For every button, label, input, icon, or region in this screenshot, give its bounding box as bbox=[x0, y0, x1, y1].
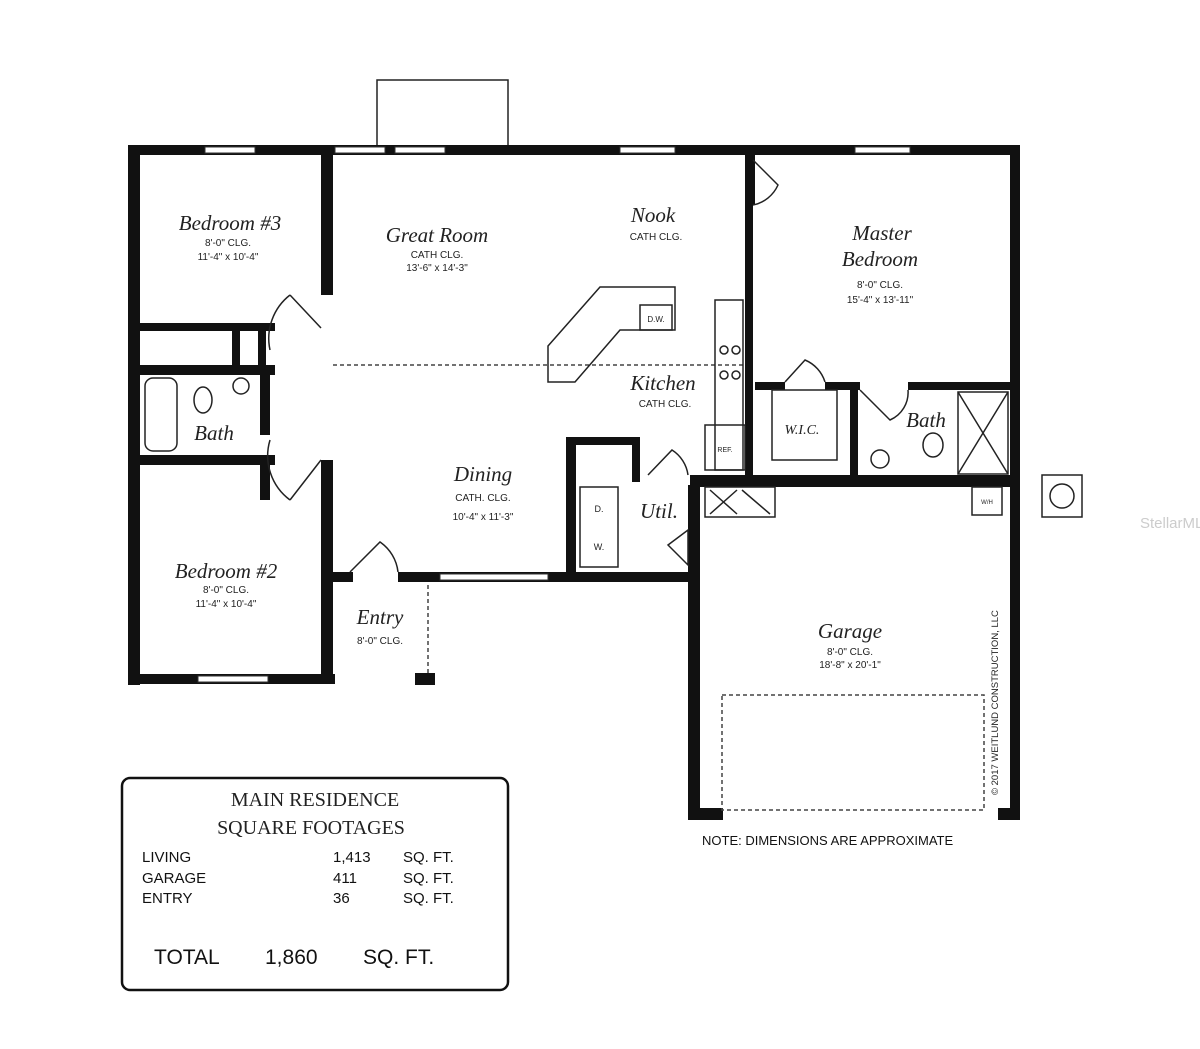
room-name-wic: W.I.C. bbox=[785, 423, 820, 438]
kitchen-counter bbox=[714, 299, 744, 471]
room-ceiling: CATH CLG. bbox=[639, 399, 692, 410]
room-ceiling: 8'-0" CLG. bbox=[205, 238, 251, 249]
room-size: 13'-6" x 14'-3" bbox=[406, 263, 468, 274]
total-unit: SQ. FT. bbox=[363, 946, 434, 969]
total-label: TOTAL bbox=[154, 946, 220, 969]
row-value: 411 bbox=[333, 870, 357, 887]
watermark: StellarMLS bbox=[1140, 515, 1200, 532]
square-footage-table: MAIN RESIDENCE SQUARE FOOTAGES LIVING 1,… bbox=[120, 776, 510, 992]
dishwasher-label: D.W. bbox=[647, 315, 664, 324]
washer-label: W. bbox=[594, 542, 605, 552]
room-ceiling: CATH CLG. bbox=[630, 232, 683, 243]
room-size: 11'-4" x 10'-4" bbox=[196, 599, 257, 610]
row-unit: SQ. FT. bbox=[403, 870, 454, 887]
row-value: 1,413 bbox=[333, 849, 371, 866]
door-swings bbox=[266, 159, 909, 573]
room-name-great-room: Great Room bbox=[386, 223, 488, 247]
row-label: ENTRY bbox=[142, 890, 193, 907]
row-value: 36 bbox=[333, 890, 350, 907]
row-label: LIVING bbox=[142, 849, 191, 866]
row-unit: SQ. FT. bbox=[403, 890, 454, 907]
room-ceiling: CATH CLG. bbox=[411, 250, 464, 261]
room-size: 15'-4" x 13'-11" bbox=[847, 295, 914, 306]
walls bbox=[128, 145, 1020, 820]
bathtub bbox=[144, 377, 178, 452]
water-heater-label: W/H bbox=[981, 500, 993, 506]
copyright: © 2017 WEITLUND CONSTRUCTION, LLC bbox=[990, 610, 1001, 795]
ac-unit-icon bbox=[1041, 474, 1083, 518]
room-ceiling: 8'-0" CLG. bbox=[357, 636, 403, 647]
room-name-garage: Garage bbox=[818, 619, 882, 643]
room-name-master: Master bbox=[851, 221, 912, 245]
room-name-entry: Entry bbox=[356, 605, 404, 629]
total-value: 1,860 bbox=[265, 946, 318, 969]
room-size: 11'-4" x 10'-4" bbox=[198, 252, 259, 263]
kitchen-island bbox=[547, 286, 676, 383]
row-label: GARAGE bbox=[142, 870, 206, 887]
room-name-bedroom3: Bedroom #3 bbox=[179, 211, 281, 235]
room-name-kitchen: Kitchen bbox=[629, 371, 695, 395]
shower bbox=[957, 391, 1009, 475]
table-title: MAIN RESIDENCE bbox=[231, 789, 399, 811]
toilet bbox=[193, 386, 213, 414]
room-ceiling: 8'-0" CLG. bbox=[203, 585, 249, 596]
washer-dryer bbox=[579, 486, 619, 568]
room-name-bedroom2: Bedroom #2 bbox=[175, 559, 278, 583]
sink bbox=[232, 377, 250, 395]
room-ceiling: 8'-0" CLG. bbox=[857, 280, 903, 291]
room-name-dining: Dining bbox=[453, 462, 512, 486]
table-subtitle: SQUARE FOOTAGES bbox=[217, 817, 405, 839]
room-name-bath: Bath bbox=[194, 421, 234, 445]
room-name-master-bath: Bath bbox=[906, 408, 946, 432]
room-name-master-2: Bedroom bbox=[842, 247, 918, 271]
room-name-nook: Nook bbox=[630, 203, 676, 227]
room-ceiling: 8'-0" CLG. bbox=[827, 647, 873, 658]
room-ceiling: CATH. CLG. bbox=[455, 493, 510, 504]
row-unit: SQ. FT. bbox=[403, 849, 454, 866]
porch bbox=[376, 79, 509, 148]
room-size: 10'-4" x 11'-3" bbox=[453, 512, 514, 523]
garage-door-outline bbox=[721, 694, 985, 811]
room-name-util: Util. bbox=[640, 499, 678, 523]
refrigerator-label: REF. bbox=[717, 447, 732, 454]
windows bbox=[197, 146, 911, 683]
room-size: 18'-8" x 20'-1" bbox=[819, 660, 881, 671]
dimensions-note: NOTE: DIMENSIONS ARE APPROXIMATE bbox=[702, 833, 953, 848]
dryer-label: D. bbox=[595, 504, 604, 514]
